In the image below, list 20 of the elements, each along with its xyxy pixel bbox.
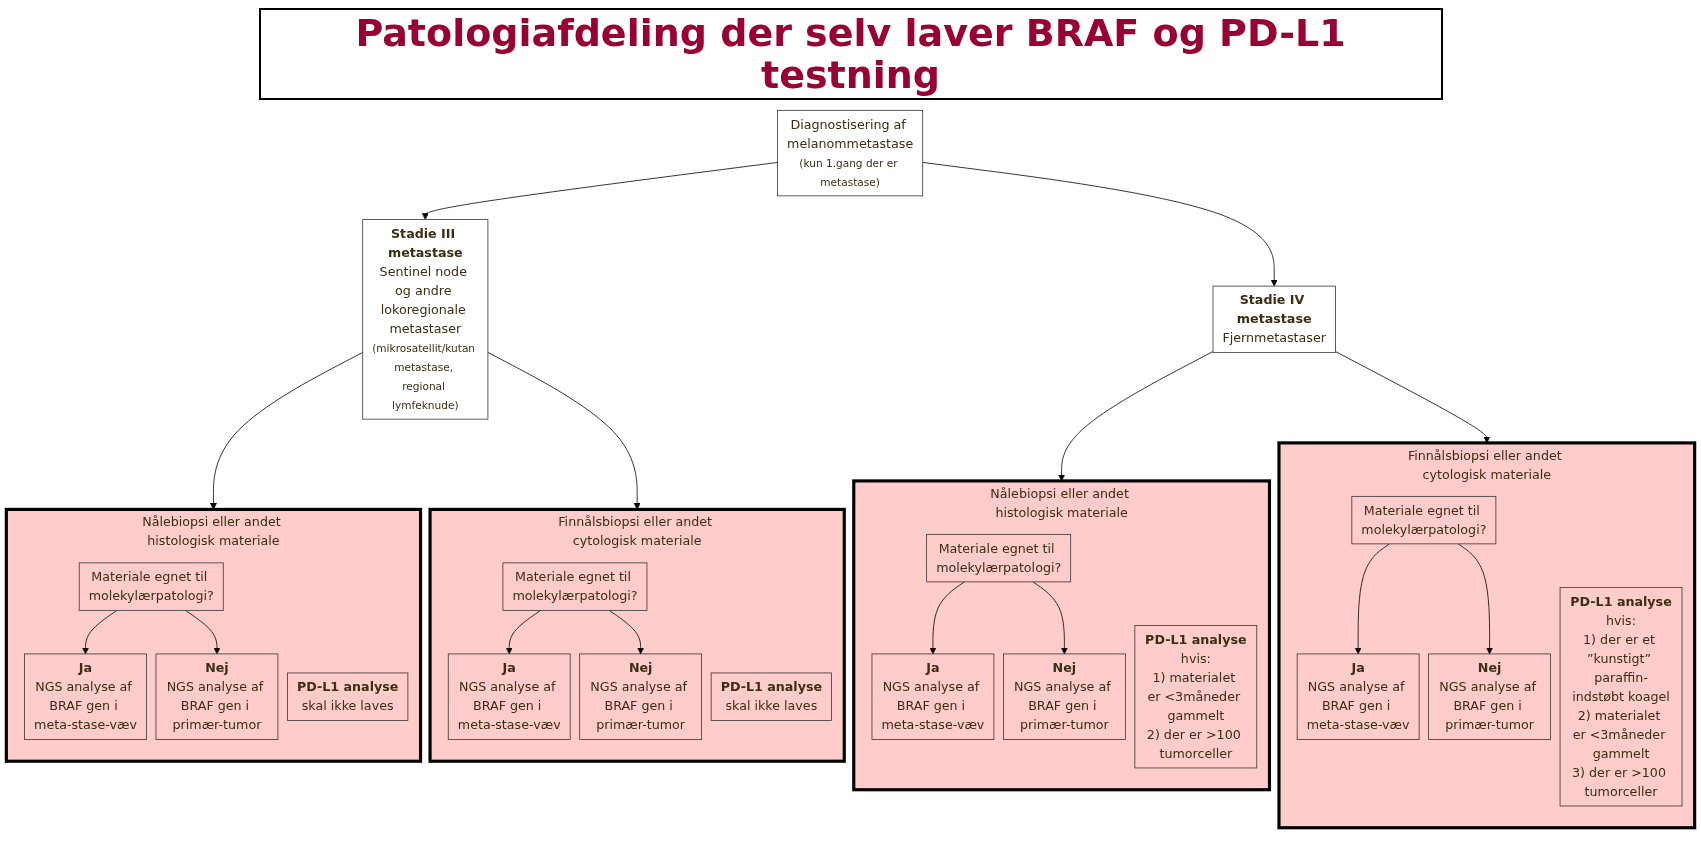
node-box: Stadie IV metastase Fjernmetastaser — [1212, 285, 1336, 354]
node-box: Nej NGS analyse af BRAF gen i primær-tumor — [1003, 653, 1126, 740]
node-box: Stadie III metastase Sentinel node og andre lokoregionale metastaser (mikrosatellit/kutan metastase, regional lymfeknude) — [362, 219, 489, 420]
title: Patologiafdeling der selv laver BRAF og PD-L1 testning — [258, 8, 1443, 100]
node-box: PD-L1 analyse skal ikke laves — [710, 672, 832, 721]
node-box: Ja NGS analyse af BRAF gen i meta-stase-væv — [24, 653, 147, 740]
node-box: PD-L1 analyse hvis: 1) der er et ”kunstigt” paraffin-indstøbt koagel 2) materialet er <3måneder gammelt 3) der er >100 tumorceller — [1559, 587, 1683, 807]
node-box: Materiale egnet til molekylærpatologi? — [78, 562, 224, 611]
node-box: Ja NGS analyse af BRAF gen i meta-stase-væv — [447, 653, 571, 740]
node-box: Ja NGS analyse af BRAF gen i meta-stase-væv — [871, 653, 995, 740]
node-box: Materiale egnet til molekylærpatologi? — [502, 562, 648, 611]
node-box: Diagnostisering af melanommetastase (kun 1.gang der er metastase) — [777, 109, 924, 197]
node-box: Materiale egnet til molekylærpatologi? — [1351, 495, 1497, 545]
node-box: PD-L1 analyse hvis: 1) materialet er <3måneder gammelt 2) der er >100 tumorceller — [1134, 625, 1258, 769]
node-box: Nej NGS analyse af BRAF gen i primær-tumor — [155, 653, 279, 740]
node-box: Materiale egnet til molekylærpatologi? — [926, 533, 1072, 583]
node-box: Ja NGS analyse af BRAF gen i meta-stase-væv — [1296, 653, 1420, 740]
node-box: Nej NGS analyse af BRAF gen i primær-tumor — [1428, 653, 1551, 740]
node-box: Nej NGS analyse af BRAF gen i primær-tumor — [579, 653, 703, 740]
node-box: PD-L1 analyse skal ikke laves — [287, 672, 409, 721]
